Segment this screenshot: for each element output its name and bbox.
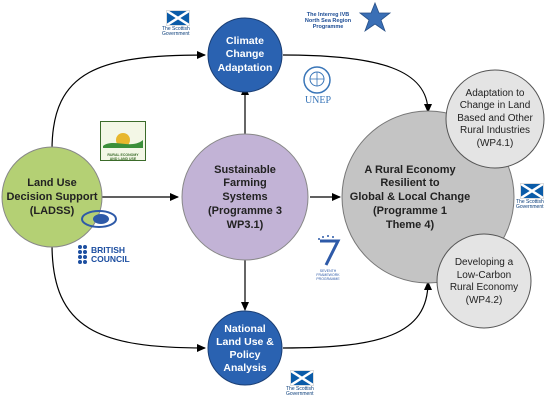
node-wp41-label: Adaptation to Change in Land Based and O…	[457, 87, 533, 149]
node-wp42	[436, 233, 532, 329]
arrow-policy-to-rural	[282, 281, 432, 349]
british-council-dots-icon	[78, 245, 87, 264]
arrow-ladss-to-climate	[51, 51, 206, 151]
unep-logo-text: UNEP	[304, 95, 332, 106]
scottish-gov-text: The Scottish Government	[162, 26, 190, 37]
british-council-logo-text: BRITISH COUNCIL	[91, 245, 130, 264]
node-wp41	[445, 69, 545, 169]
node-rural-label: A Rural Economy Resilient to Global & Lo…	[349, 163, 471, 231]
scottish-gov-text: The Scottish Government	[286, 386, 314, 397]
scottish-government-logo-top: The Scottish Government	[160, 10, 194, 46]
node-sustainable	[181, 133, 309, 261]
saltire-flag-icon	[290, 370, 314, 386]
scottish-government-logo-bottom: The Scottish Government	[284, 370, 320, 404]
saltire-flag-icon	[166, 10, 190, 26]
node-policy-label: National Land Use & Policy Analysis	[216, 322, 274, 375]
scottish-government-logo-right: The Scottish Government	[514, 183, 550, 219]
unep-emblem-icon	[303, 66, 331, 94]
node-wp42-label: Developing a Low-Carbon Rural Economy (W…	[449, 257, 519, 306]
arrow-climate-to-rural	[282, 54, 432, 113]
reald-logo: RURAL ECONOMY AND LAND USE	[100, 121, 146, 161]
node-ladss-label: Land Use Decision Support (LADSS)	[6, 177, 98, 217]
fp7-logo-icon	[318, 235, 341, 266]
node-ladss	[1, 146, 103, 248]
sunrise-icon	[103, 133, 143, 148]
node-climate-label: Climate Change Adaptation	[217, 35, 273, 74]
interreg-logo-text: The Interreg IVB North Sea Region Progra…	[304, 12, 352, 30]
fp7-logo-text: SEVENTH FRAMEWORK PROGRAMME	[316, 269, 340, 281]
arrow-ladss-to-policy	[51, 243, 206, 352]
node-sustainable-label: Sustainable Farming Systems (Programme 3…	[208, 163, 282, 231]
starfish-icon	[358, 1, 392, 33]
node-policy	[207, 310, 283, 386]
node-climate	[207, 17, 283, 93]
fp6-logo-icon	[81, 210, 117, 228]
saltire-flag-icon	[520, 183, 544, 199]
scottish-gov-text: The Scottish Government	[516, 199, 544, 210]
